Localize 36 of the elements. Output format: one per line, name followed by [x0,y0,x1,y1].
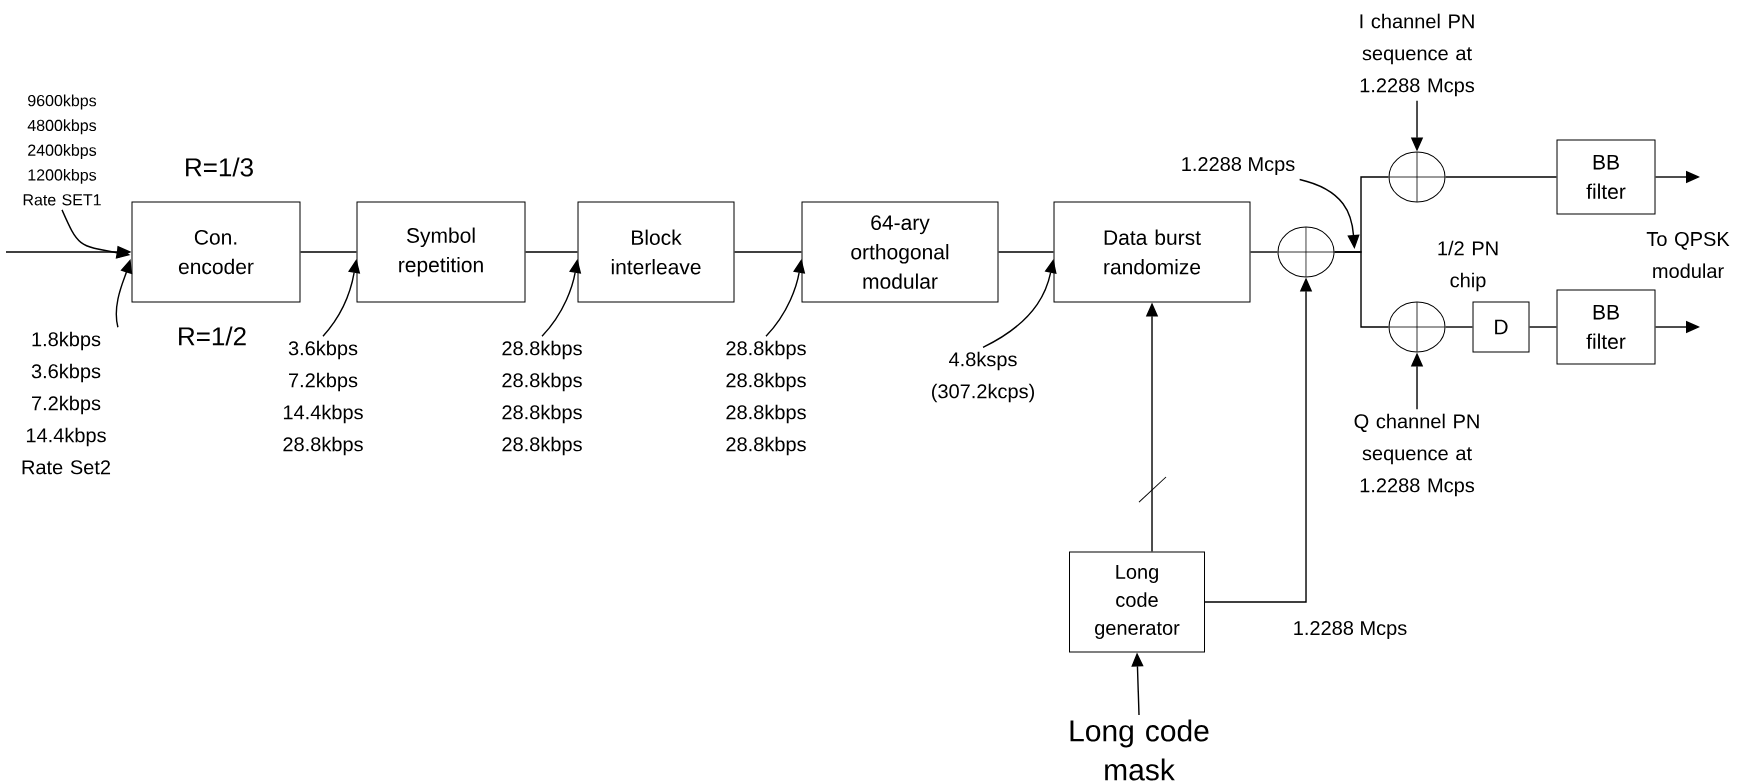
rate-label: 1.2288 Mcps [1182,156,1295,176]
rate-label: 28.8kbps 28.8kbps 28.8kbps 28.8kbps [502,340,582,456]
process-box: Block interleave [577,201,735,303]
connector-line [524,251,579,253]
rate-label: 1.8kbps 3.6kbps 7.2kbps 14.4kbps Rate Set2 [22,331,111,475]
process-box: Symbol repetition [356,201,526,303]
connector-line [1444,326,1474,328]
code-rate-label: R=1/2 [179,326,246,346]
rate-label: 3.6kbps 7.2kbps 14.4kbps 28.8kbps [283,340,363,456]
rate-label: 1.2288 Mcps [1294,620,1407,640]
pn-sequence-label: I channel PN sequence at 1.2288 Mcps [1360,13,1475,97]
connector-line [1333,251,1390,328]
connector-line [997,251,1055,253]
adder-circle [1388,151,1446,203]
mask-label: Long code mask [1070,719,1209,781]
filter-box: BB filter [1556,139,1656,215]
generator-box: Long code generator [1069,551,1205,653]
connector-line [299,251,358,253]
rate-label: 4.8ksps (307.2kcps) [932,351,1034,403]
connector-line [1249,251,1279,253]
pn-sequence-label: Q channel PN sequence at 1.2288 Mcps [1354,413,1479,497]
adder-circle [1277,226,1335,278]
process-box: Data burst randomize [1053,201,1251,303]
annotation-text: 1/2 PN chip [1438,240,1498,292]
connector-line [1528,326,1558,328]
connector-line [733,251,803,253]
process-box: Con. encoder [131,201,301,303]
connector-line [1444,176,1558,178]
rate-label: 28.8kbps 28.8kbps 28.8kbps 28.8kbps [726,340,806,456]
filter-box: BB filter [1556,289,1656,365]
adder-circle [1388,301,1446,353]
delay-box: D [1472,301,1530,353]
annotation-text: To QPSK modular [1646,231,1730,279]
process-box: 64-ary orthogonal modular [801,201,999,303]
code-rate-label: R=1/3 [186,157,253,177]
rate-label: 9600kbps 4800kbps 2400kbps 1200kbps Rate SET1 [23,94,101,206]
